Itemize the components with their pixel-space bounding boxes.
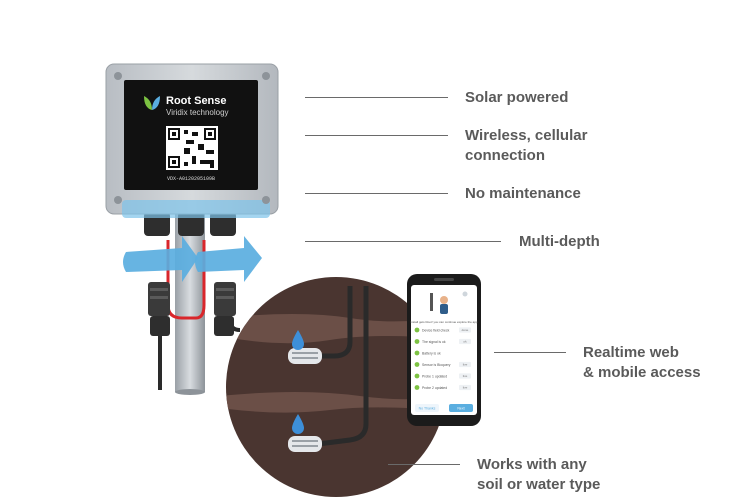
check-icon	[414, 350, 420, 356]
phone-next-button[interactable]	[449, 404, 473, 412]
feature-wireless-line-2: connection	[465, 147, 546, 164]
rotate-arrow-icon	[123, 236, 262, 282]
checklist-item-chip	[459, 338, 471, 345]
checklist-item-chip	[459, 373, 471, 379]
qr-code	[166, 126, 218, 170]
checklist-item-label: Probe 2 updated	[422, 386, 447, 390]
checklist-item-label: Sensor is Bioquery	[422, 363, 451, 367]
checklist-item-label: Battery is ok	[422, 351, 441, 355]
phone-header: Install gets Root! you can continue expl…	[410, 320, 478, 324]
feature-depth-line-1: Multi-depth	[519, 233, 600, 250]
checklist-item-label: Device field check	[422, 328, 450, 332]
checklist-item-chip-label: ok	[463, 340, 467, 344]
checklist-item-chip-label: live	[463, 363, 468, 367]
feature-solar: Solar powered	[465, 88, 568, 108]
feature-solar-line-1: Solar powered	[465, 89, 569, 106]
sensor-enclosure: Root Sense Viridix technology VDX-A01	[105, 63, 279, 218]
feature-wireless: Wireless, cellular connection	[465, 126, 587, 166]
feature-access-line-1: Realtime web	[583, 344, 679, 361]
feature-soil-line-2: soil or water type	[477, 476, 601, 493]
connector-line-access	[494, 352, 566, 353]
checklist-item-label: Probe 1 updated	[422, 374, 447, 378]
checklist-item-chip	[459, 327, 471, 333]
checklist-item-chip	[459, 384, 471, 391]
check-icon	[414, 327, 420, 333]
feature-soil-line-1: Works with any	[477, 456, 587, 473]
checklist-item-chip	[459, 361, 471, 368]
check-icon	[414, 339, 420, 344]
feature-access: Realtime web & mobile access	[583, 343, 701, 383]
feature-soil: Works with any soil or water type	[477, 455, 600, 495]
check-icon	[414, 373, 420, 379]
brand-name: Root Sense	[166, 95, 227, 107]
phone-no-thanks-label: No Thanks	[419, 407, 436, 411]
connector-line-wireless	[305, 135, 448, 136]
check-icon	[414, 362, 420, 367]
leaf-logo-icon	[144, 96, 160, 110]
phone-no-thanks-button[interactable]	[415, 404, 439, 412]
connector-line-solar	[305, 97, 448, 98]
feature-depth: Multi-depth	[519, 232, 600, 252]
brand-tagline: Viridix technology	[166, 108, 229, 117]
connector-line-depth	[305, 241, 501, 242]
checklist-item-chip-label: done	[462, 328, 469, 332]
feature-maintenance: No maintenance	[465, 184, 581, 204]
feature-access-line-2: & mobile access	[583, 364, 701, 381]
smartphone: Install gets Root! you can continue expl…	[407, 274, 481, 426]
connector-line-maintenance	[305, 193, 448, 194]
checklist-item-label: The signal is ok	[422, 340, 446, 344]
feature-wireless-line-1: Wireless, cellular	[465, 127, 588, 144]
mounting-pipe	[175, 210, 205, 395]
connector-line-soil	[388, 464, 460, 465]
checklist-item-chip-label: live	[463, 386, 468, 390]
serial-number: VDX-A0120205109B	[167, 176, 215, 182]
checklist-item-chip-label: live	[463, 374, 468, 378]
phone-next-label: Next	[457, 407, 464, 411]
feature-maintenance-line-1: No maintenance	[465, 185, 581, 202]
check-icon	[414, 385, 420, 390]
